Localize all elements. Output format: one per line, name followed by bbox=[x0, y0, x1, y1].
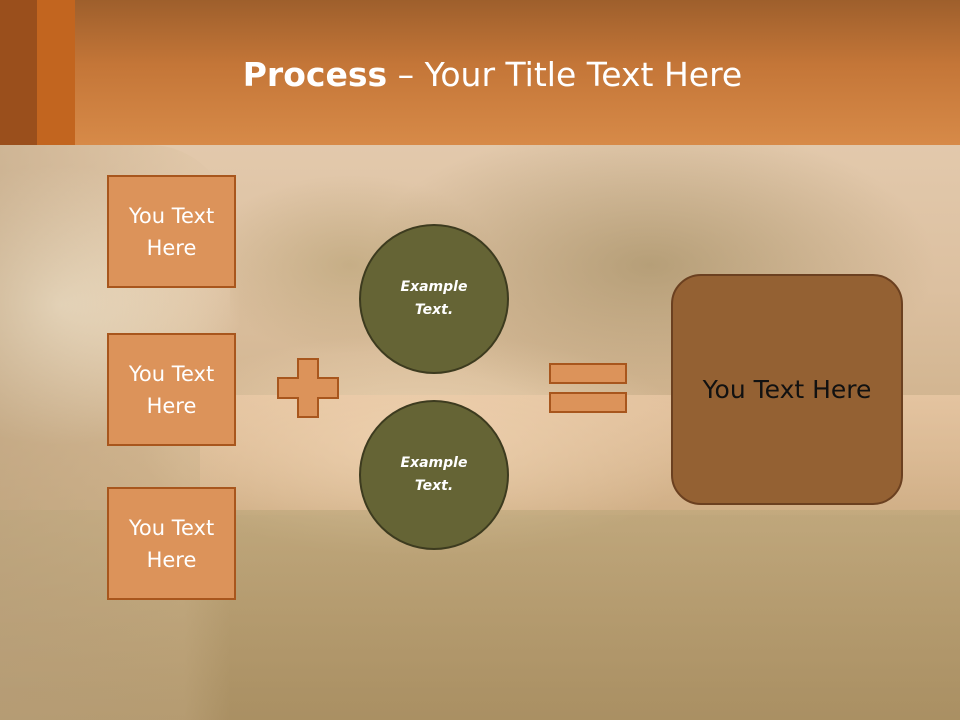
text-box-label: You Text Here bbox=[128, 515, 215, 572]
text-box-label: You Text Here bbox=[128, 361, 215, 418]
example-circle-2[interactable]: Example Text. bbox=[359, 400, 509, 550]
header-stripe-dark bbox=[0, 0, 37, 145]
result-label: You Text Here bbox=[702, 375, 872, 404]
title-rest: Your Title Text Here bbox=[424, 55, 743, 94]
title-bold: Process bbox=[242, 55, 388, 94]
plus-icon[interactable] bbox=[277, 358, 339, 418]
circle-label: Example Text. bbox=[400, 455, 468, 494]
equals-bar-top[interactable] bbox=[549, 363, 627, 384]
text-box-1[interactable]: You Text Here bbox=[107, 175, 236, 288]
equals-bar-bottom[interactable] bbox=[549, 392, 627, 413]
slide-title[interactable]: Process – Your Title Text Here bbox=[0, 52, 960, 98]
example-circle-1[interactable]: Example Text. bbox=[359, 224, 509, 374]
header-stripe-light bbox=[37, 0, 75, 145]
text-box-3[interactable]: You Text Here bbox=[107, 487, 236, 600]
text-box-label: You Text Here bbox=[128, 203, 215, 260]
result-box[interactable]: You Text Here bbox=[671, 274, 903, 505]
header-band: Process – Your Title Text Here bbox=[0, 0, 960, 145]
title-dash: – bbox=[387, 55, 425, 94]
circle-label: Example Text. bbox=[400, 279, 468, 318]
text-box-2[interactable]: You Text Here bbox=[107, 333, 236, 446]
